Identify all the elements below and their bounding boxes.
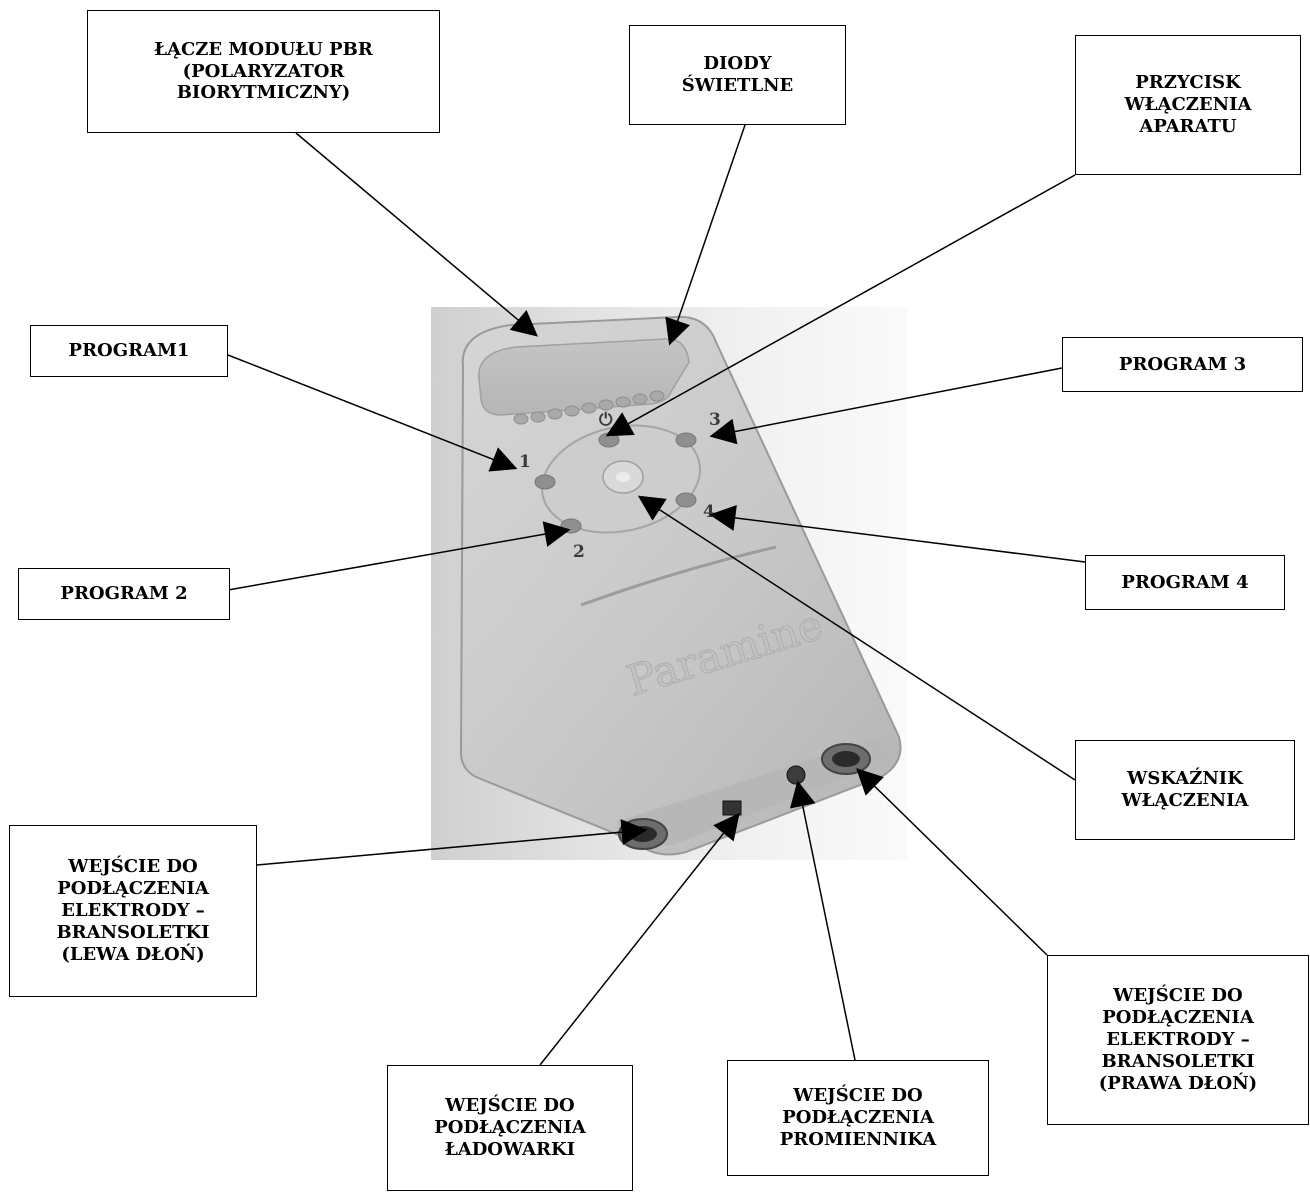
leader-program-2 [227,521,571,591]
leader-diodes [665,124,746,346]
leader-pbr-module [295,132,538,337]
device-photo: ⏻ 3 1 4 2 Paramine [431,307,907,860]
program-2-number: 2 [573,542,585,562]
program-1-button [534,474,556,490]
leader-right-electrode [856,768,1048,956]
leader-program-4 [709,505,1086,563]
leader-program-1 [227,354,518,472]
leader-program-3 [709,367,1063,445]
bottom-face [616,737,891,846]
diode-row [513,390,665,425]
program-4-button [675,492,697,508]
label-program-4: PROGRAM 4 [1085,555,1285,610]
leader-charger [539,812,740,1066]
leader-power-button [605,174,1076,437]
leader-radiator [789,780,856,1061]
label-program-2: PROGRAM 2 [18,568,230,620]
label-program-3: PROGRAM 3 [1062,337,1303,392]
leader-power-indicator [637,495,1076,781]
label-program-1: PROGRAM1 [30,325,228,377]
program-1-number: 1 [519,452,531,472]
body-ridge [580,545,777,607]
leader-left-electrode [256,819,648,866]
device-illustration: ⏻ 3 1 4 2 Paramine [459,315,902,856]
program-3-button [675,432,697,448]
